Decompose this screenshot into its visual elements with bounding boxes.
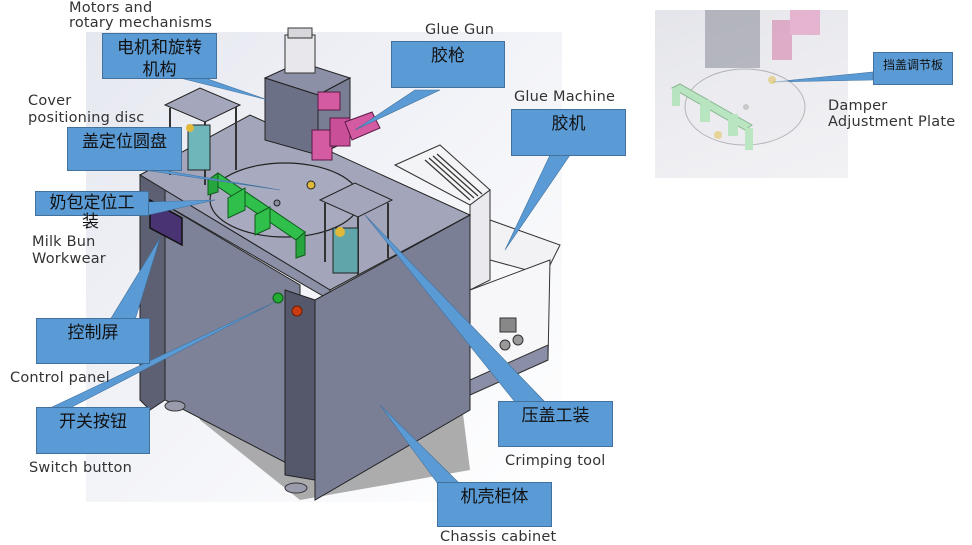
switch-green	[272, 292, 284, 304]
damper-plate-callout: 挡盖调节板	[873, 52, 953, 85]
crimping-tool-label-en: Crimping tool	[505, 453, 606, 469]
milk-bun-label-zh-1: 奶包定位工	[49, 193, 135, 213]
chassis-callout: 机壳柜体	[437, 482, 552, 527]
foot	[284, 482, 308, 494]
milk-bun-label-zh-2: 装	[82, 212, 100, 232]
damper-plate-label-en-2: Adjustment Plate	[828, 114, 956, 130]
switch-button-callout: 开关按钮	[36, 407, 150, 454]
motors-label-zh-1: 电机和旋转	[117, 38, 202, 58]
cover-disc-callout: 盖定位圆盘	[67, 127, 182, 171]
pointer-glue-gun	[354, 89, 441, 131]
glue-gun-label-en: Glue Gun	[425, 22, 495, 38]
control-panel-label-en: Control panel	[10, 370, 110, 386]
cover-disc-label-en-2: positioning disc	[28, 110, 145, 126]
cover-disc-label-zh: 盖定位圆盘	[82, 132, 167, 152]
cabinet-leg	[284, 289, 316, 481]
damper-plate-label-zh: 挡盖调节板	[882, 58, 943, 72]
damper-plate-label-en-1: Damper	[828, 98, 888, 114]
callout-pointers	[49, 71, 874, 485]
cover-disc-label-en-1: Cover	[28, 93, 72, 109]
pointer-glue-machine	[504, 154, 571, 251]
glue-gun-callout: 胶枪	[391, 41, 505, 88]
milk-bun-label-en-1: Milk Bun	[32, 234, 96, 250]
control-panel-label-zh: 控制屏	[67, 323, 119, 343]
motors-callout: 电机和旋转 机构	[102, 33, 217, 80]
crimping-stand	[318, 182, 394, 275]
glue-machine-label-zh: 胶机	[551, 114, 586, 134]
glue-machine-callout: 胶机	[511, 109, 626, 156]
motors-label-en-2: rotary mechanisms	[69, 15, 213, 31]
milk-bun-callout: 奶包定位工	[35, 191, 149, 216]
control-panel-callout: 控制屏	[36, 318, 150, 364]
glue-machine-label-en: Glue Machine	[514, 89, 616, 105]
chassis-label-zh: 机壳柜体	[460, 487, 529, 507]
chassis-label-en: Chassis cabinet	[440, 529, 557, 545]
milk-bun-label-en-2: Workwear	[32, 251, 106, 267]
motor	[284, 34, 316, 74]
switch-button-label-zh: 开关按钮	[59, 412, 127, 432]
crimping-tool-callout: 压盖工装	[498, 401, 613, 447]
crimping-tool-label-zh: 压盖工装	[521, 406, 590, 426]
motors-label-zh-2: 机构	[142, 60, 177, 80]
motors-label-en-1: Motors and	[69, 0, 153, 16]
cover-stand-left	[163, 87, 242, 185]
switch-button-label-en: Switch button	[29, 460, 132, 476]
switch-red	[291, 305, 303, 317]
foot	[164, 400, 186, 412]
glue-gun-label-zh: 胶枪	[431, 46, 465, 66]
inset-illustration	[670, 10, 820, 150]
